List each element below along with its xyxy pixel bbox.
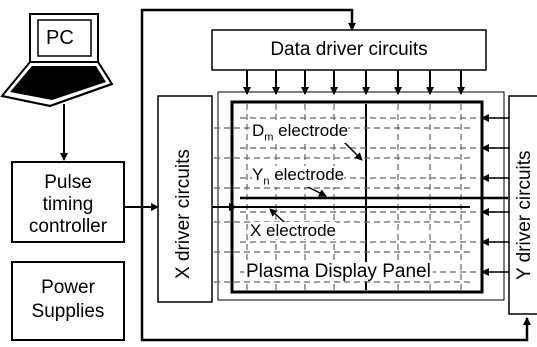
yn-rest: electrode: [269, 165, 345, 184]
power-supplies-label: Power Supplies: [12, 276, 124, 324]
pulse-label-line-2: timing: [42, 194, 94, 215]
power-supplies-box: [11, 261, 125, 341]
x-electrode-label: X electrode: [250, 221, 336, 240]
dm-subscript: m: [264, 131, 274, 144]
dm-rest: electrode: [273, 121, 349, 140]
power-label-line-2: Supplies: [31, 301, 105, 322]
data-driver-box: [211, 29, 487, 71]
x-electrode-callout-pointer: [269, 208, 285, 223]
data-driver-output-arrows: [243, 70, 465, 95]
pulse-timing-controller-box: [11, 161, 125, 243]
dm-electrode-label: Dm electrode: [252, 121, 349, 144]
y-driver-label: Y driver circuits: [514, 150, 535, 280]
pc-label: PC: [46, 27, 74, 49]
yn-electrode-label: Yn electrode: [252, 165, 345, 188]
pulse-label-line-3: controller: [28, 216, 108, 237]
controller-to-ydriver-line: [140, 207, 531, 342]
plasma-display-panel-label: Plasma Display Panel: [244, 261, 433, 282]
pulse-label-line-1: Pulse: [44, 172, 92, 193]
x-driver-label: X driver circuits: [173, 149, 194, 279]
dm-main: D: [252, 121, 265, 140]
power-label-line-1: Power: [41, 277, 95, 298]
y-driver-output-arrows: [481, 114, 509, 276]
yn-main: Y: [252, 165, 264, 184]
pulse-timing-controller-label: Pulse timing controller: [12, 172, 124, 238]
pc-computer-icon: [0, 13, 114, 108]
x-driver-box: [157, 95, 213, 303]
y-driver-box: [508, 95, 537, 315]
controller-to-datadriver-line: [140, 8, 356, 207]
yn-subscript: n: [263, 175, 270, 188]
data-driver-label: Data driver circuits: [270, 39, 428, 60]
